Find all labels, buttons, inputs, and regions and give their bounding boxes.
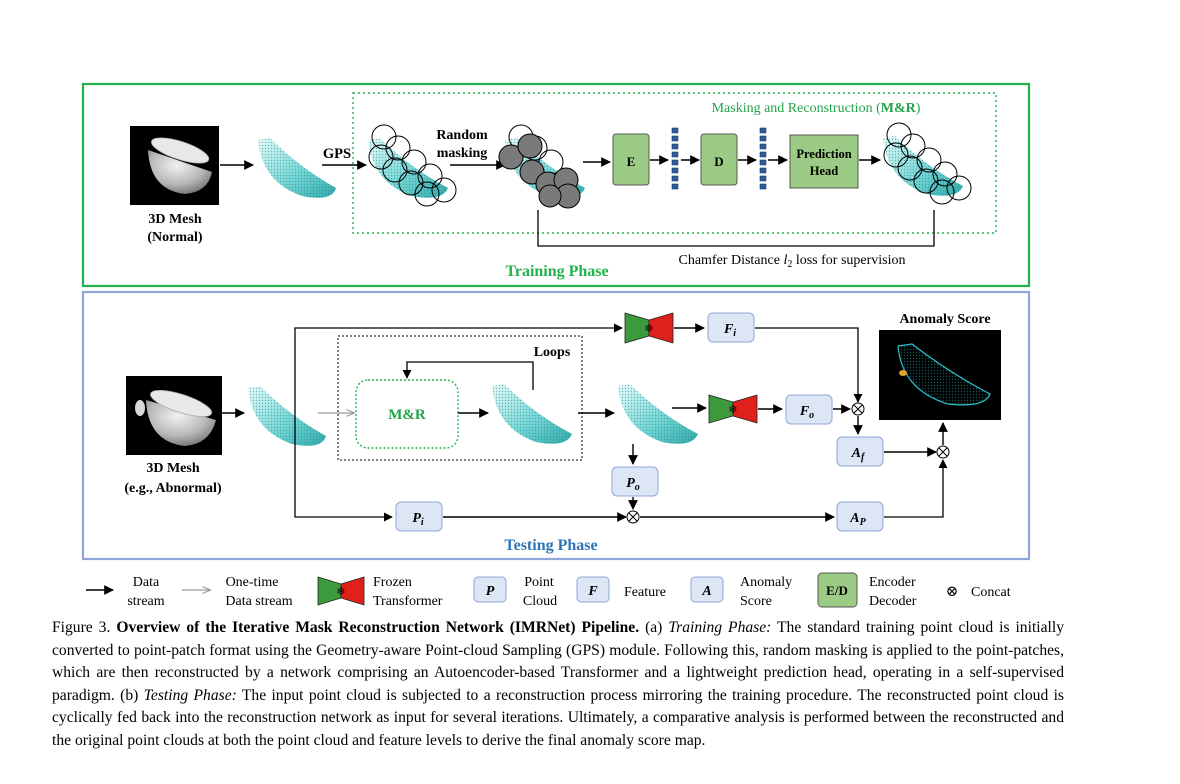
encoder-label: E <box>627 154 636 169</box>
legend-concat-symbol: ⊗ <box>946 584 959 600</box>
legend-ed-text: E/D <box>826 583 848 598</box>
caption-title: Overview of the Iterative Mask Reconstru… <box>116 619 640 636</box>
legend: Data stream One-time Data stream ❄ Froze… <box>86 572 1011 609</box>
po-label: Po <box>626 476 640 493</box>
legend-point-2: Cloud <box>523 594 557 609</box>
legend-feature: Feature <box>624 585 666 600</box>
input-top-branch <box>294 323 623 413</box>
loops-region <box>337 335 583 461</box>
random-masking-label-1: Random <box>436 128 488 143</box>
af-label: Af <box>851 446 866 463</box>
legend-f-box <box>576 576 610 603</box>
caption-part-b-title: Testing Phase: <box>143 686 237 704</box>
legend-onetime-1: One-time <box>226 575 279 590</box>
pi-box <box>395 501 443 532</box>
legend-frozen-icon: ❄ <box>317 576 365 606</box>
reconstructed-cloud-train <box>883 122 972 205</box>
svg-text:❄: ❄ <box>644 323 653 335</box>
testing-phase-label: Testing Phase <box>504 537 597 554</box>
mr-dotted-region <box>352 92 997 234</box>
decoder-block <box>700 133 738 186</box>
training-phase-label: Training Phase <box>505 263 608 280</box>
abnormal-bowl-shape <box>146 400 216 446</box>
legend-ed-box <box>817 572 858 608</box>
fo-box <box>785 394 833 425</box>
loop-feedback-arrow <box>402 361 534 390</box>
token-column-1 <box>671 127 679 190</box>
po-box <box>611 466 659 497</box>
training-mesh-label-1: 3D Mesh <box>148 212 201 227</box>
decoder-label: D <box>714 154 723 169</box>
pi-label: Pi <box>412 511 424 528</box>
svg-text:❄: ❄ <box>336 586 345 598</box>
ap-box <box>836 501 884 532</box>
pipeline-diagram: E D Prediction Head 3D Mesh (Normal) GPS… <box>81 82 1031 609</box>
output-point-cloud <box>618 384 698 444</box>
legend-f-text: F <box>587 584 598 599</box>
prediction-head-block <box>789 134 859 189</box>
legend-decoder: Decoder <box>869 594 917 609</box>
ap-to-final-concat <box>884 459 948 518</box>
loop-reconstructed-cloud <box>492 384 572 444</box>
caption-part-b-text: The input point cloud is subjected to a … <box>52 686 1064 749</box>
random-masking-label-2: masking <box>437 146 488 161</box>
fo-label: Fo <box>799 404 814 421</box>
fi-label: Fi <box>723 322 736 339</box>
training-panel <box>81 82 1031 288</box>
caption-part-a-title: Training Phase: <box>668 619 772 636</box>
caption-part-a-label: (a) <box>639 619 669 636</box>
legend-p-box <box>473 576 507 603</box>
testing-mesh-label-1: 3D Mesh <box>146 461 199 476</box>
legend-data-stream-2: stream <box>127 594 164 609</box>
caption-part-a-text: The standard training point cloud is ini… <box>52 619 1064 704</box>
legend-p-text: P <box>486 584 495 599</box>
testing-panel <box>81 290 1031 561</box>
fi-to-concat <box>755 327 863 403</box>
frozen-transformer-mid: ❄ <box>708 394 758 424</box>
patched-cloud <box>368 124 457 207</box>
legend-anomaly-2: Score <box>740 594 772 609</box>
encoder-block <box>612 133 650 186</box>
bowl-shape <box>148 150 212 194</box>
legend-concat: Concat <box>971 585 1011 600</box>
ap-label: AP <box>849 511 866 528</box>
token-column-2 <box>759 127 767 190</box>
legend-anomaly-1: Anomaly <box>740 575 792 590</box>
testing-mesh-label-2: (e.g., Abnormal) <box>124 481 222 496</box>
legend-onetime-2: Data stream <box>225 594 292 609</box>
legend-frozen-1: Frozen <box>373 575 412 590</box>
legend-data-stream-1: Data <box>133 575 160 590</box>
caption-part-b-label: (b) <box>114 686 144 704</box>
legend-encoder: Encoder <box>869 575 916 590</box>
caption-fig-label: Figure 3. <box>52 619 117 636</box>
legend-a-text: A <box>701 584 711 599</box>
svg-text:❄: ❄ <box>728 404 737 416</box>
legend-frozen-2: Transformer <box>373 594 443 609</box>
figure-caption: Figure 3. Overview of the Iterative Mask… <box>52 617 1064 753</box>
legend-point-1: Point <box>524 575 554 590</box>
point-cloud-train <box>258 138 336 198</box>
frozen-transformer-top: ❄ <box>624 312 674 344</box>
input-bottom-branch <box>294 413 393 522</box>
gps-label: GPS <box>323 146 351 162</box>
loss-label: Chamfer Distance l2 loss for supervision <box>678 253 905 270</box>
input-point-cloud <box>248 386 326 446</box>
mr-test-label: M&R <box>388 407 426 423</box>
masked-cloud <box>498 124 585 209</box>
legend-a-box <box>690 576 724 603</box>
loss-line <box>537 210 935 247</box>
pred-head-line1: Prediction <box>796 147 851 161</box>
fi-box <box>707 312 755 343</box>
loops-label: Loops <box>534 345 571 360</box>
anomaly-score-label: Anomaly Score <box>899 312 990 327</box>
pred-head-line2: Head <box>810 164 839 178</box>
mr-region-label: Masking and Reconstruction (M&R) <box>712 101 921 116</box>
af-box <box>836 436 884 467</box>
training-mesh-label-2: (Normal) <box>147 230 203 245</box>
